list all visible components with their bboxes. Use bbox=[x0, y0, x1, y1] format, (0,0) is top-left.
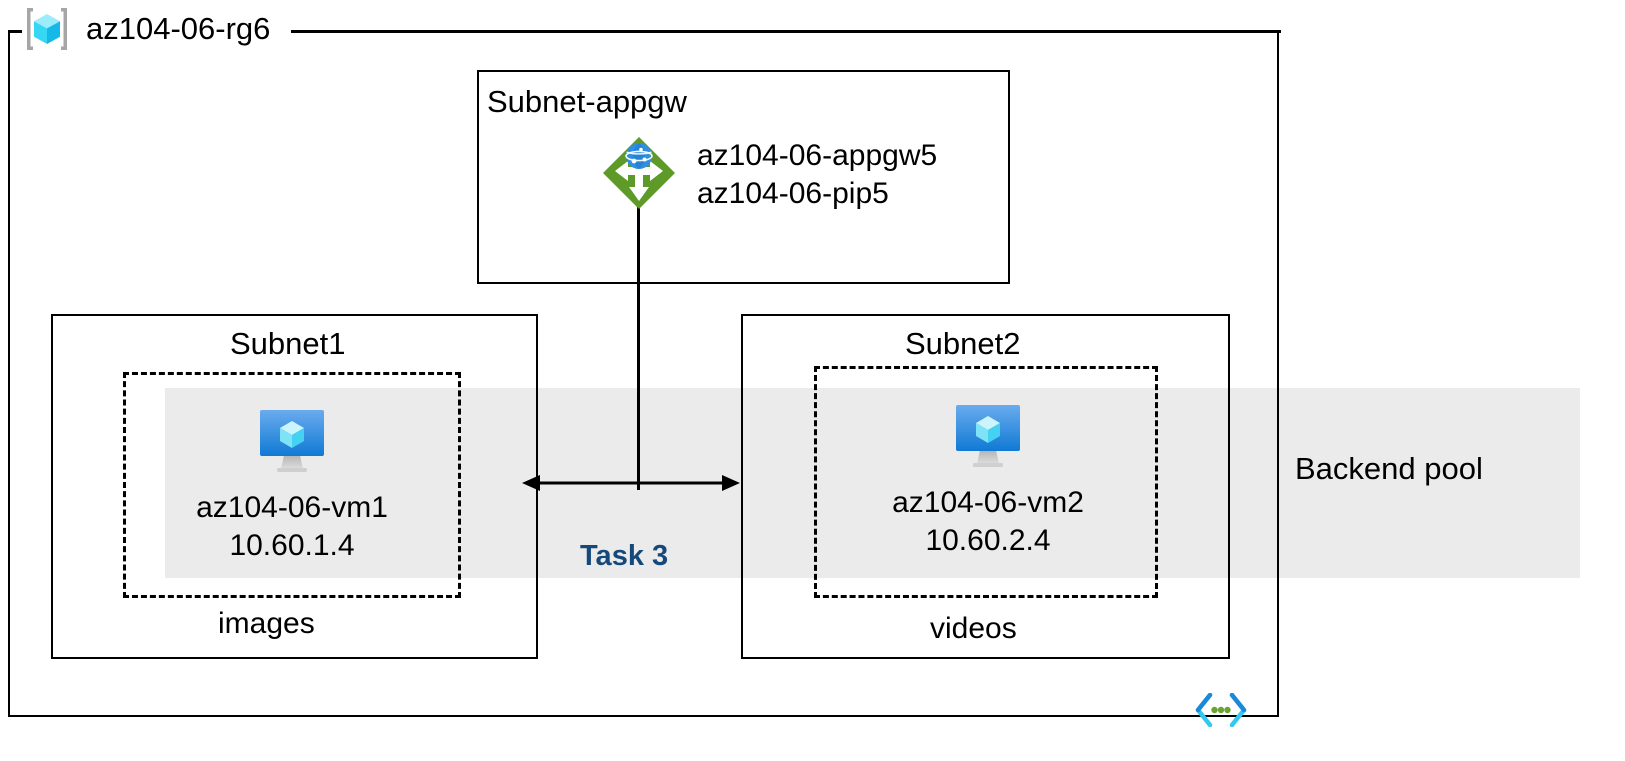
subnet2-dashed-boundary bbox=[814, 366, 1158, 598]
subnet-appgw-box bbox=[477, 70, 1010, 284]
resource-group-frame bbox=[8, 31, 1279, 717]
subnet1-dashed-boundary bbox=[123, 372, 461, 598]
appgw-to-backend-connector bbox=[637, 205, 640, 490]
vm1-ip: 10.60.1.4 bbox=[229, 529, 355, 563]
vm1-node: az104-06-vm1 10.60.1.4 bbox=[170, 403, 414, 566]
vm2-node: az104-06-vm2 10.60.2.4 bbox=[866, 398, 1110, 561]
appgw-public-ip-name: az104-06-pip5 bbox=[697, 177, 889, 211]
application-gateway-labels: az104-06-appgw5 az104-06-pip5 bbox=[697, 131, 937, 214]
backend-pool-band bbox=[165, 388, 1580, 578]
subnet-appgw-title: Subnet-appgw bbox=[487, 84, 687, 119]
subnet2-box bbox=[741, 314, 1230, 659]
resource-group-name: az104-06-rg6 bbox=[86, 11, 271, 46]
vm2-name: az104-06-vm2 bbox=[892, 486, 1084, 519]
application-gateway-node: az104-06-appgw5 az104-06-pip5 bbox=[597, 131, 937, 215]
appgw-resource-name: az104-06-appgw5 bbox=[697, 139, 938, 172]
backend-pool-label: Backend pool bbox=[1295, 451, 1483, 486]
vm1-name: az104-06-vm1 bbox=[196, 491, 388, 524]
virtual-machine-icon bbox=[949, 398, 1027, 472]
virtual-machine-icon bbox=[253, 403, 331, 477]
resource-group-cube-icon bbox=[22, 4, 72, 54]
vm2-ip: 10.60.2.4 bbox=[925, 524, 1051, 558]
subnet2-caption: videos bbox=[930, 612, 1017, 645]
code-brackets-icon bbox=[1194, 692, 1248, 732]
task3-label: Task 3 bbox=[580, 540, 669, 572]
subnet2-title: Subnet2 bbox=[905, 326, 1021, 361]
subnet1-title: Subnet1 bbox=[230, 326, 346, 361]
resource-group-top-border-stub bbox=[8, 30, 30, 33]
resource-group-header: az104-06-rg6 bbox=[22, 4, 277, 54]
task3-double-arrow bbox=[520, 468, 742, 503]
resource-group-top-border bbox=[291, 30, 1281, 33]
subnet1-caption: images bbox=[218, 607, 315, 640]
application-gateway-icon bbox=[597, 131, 681, 215]
